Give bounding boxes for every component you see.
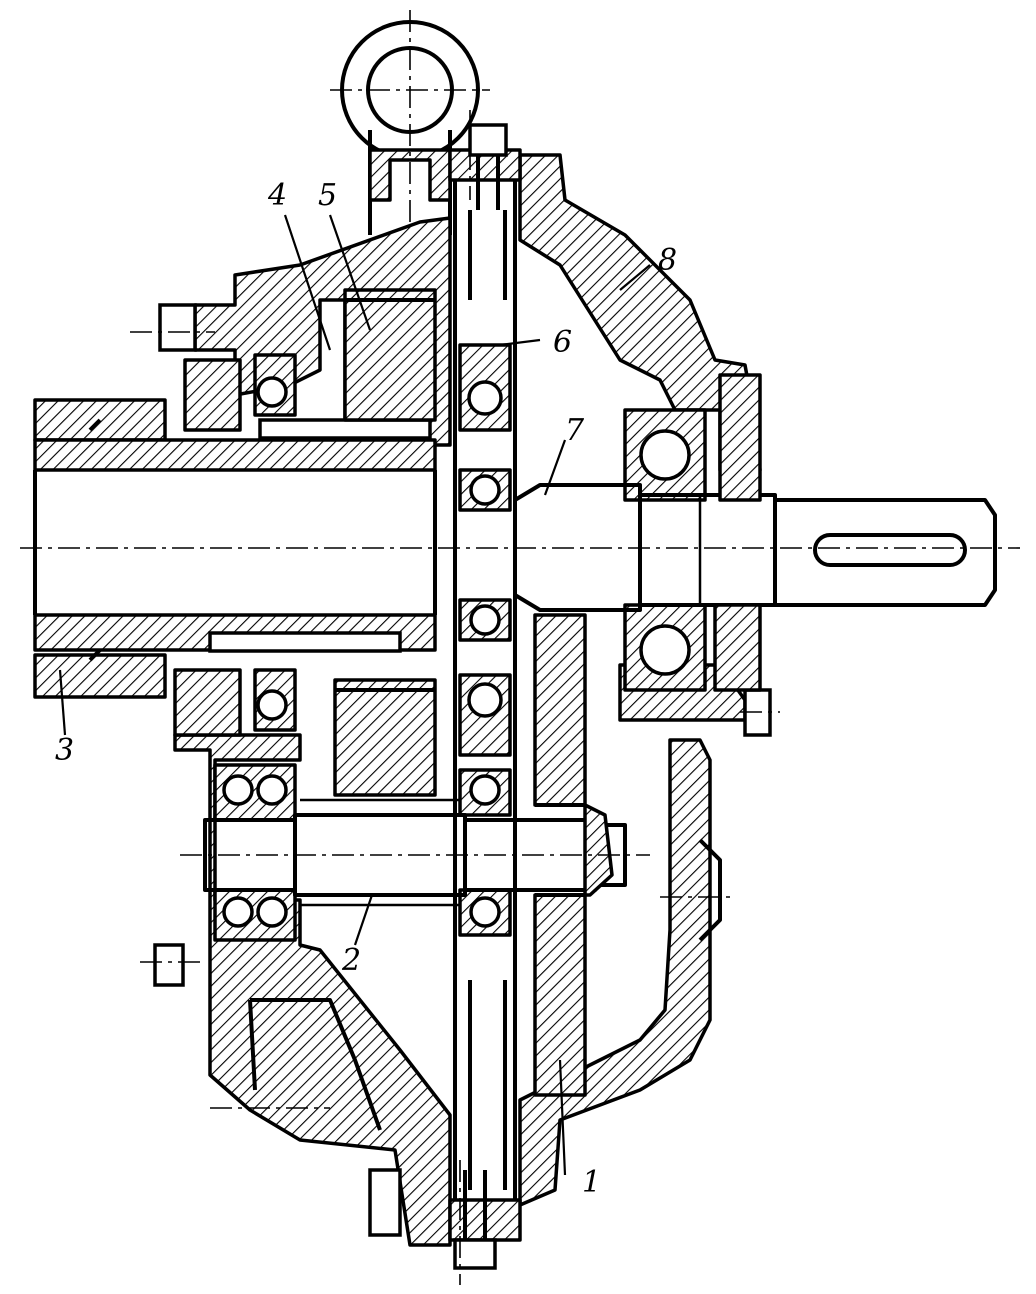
central-flange <box>448 123 522 1270</box>
large-gear <box>533 613 614 1097</box>
callout-7: 7 <box>565 413 585 448</box>
callout-1: 1 <box>582 1165 601 1200</box>
leader-lines <box>58 214 651 1176</box>
hollow-shaft <box>33 398 437 699</box>
callout-4: 4 <box>267 178 287 213</box>
callout-3: 3 <box>55 733 74 768</box>
callout-labels: 1 2 3 4 5 6 7 8 <box>55 178 677 1200</box>
callout-2: 2 <box>341 943 361 978</box>
callout-6: 6 <box>553 325 572 360</box>
lifting-eye <box>330 10 490 240</box>
callout-5: 5 <box>318 178 337 213</box>
bolts <box>153 303 772 1237</box>
callout-8: 8 <box>658 243 677 278</box>
upper-gear <box>333 288 437 797</box>
output-shaft <box>513 483 997 612</box>
bearings <box>213 343 707 942</box>
centre-lines <box>20 110 1020 1285</box>
